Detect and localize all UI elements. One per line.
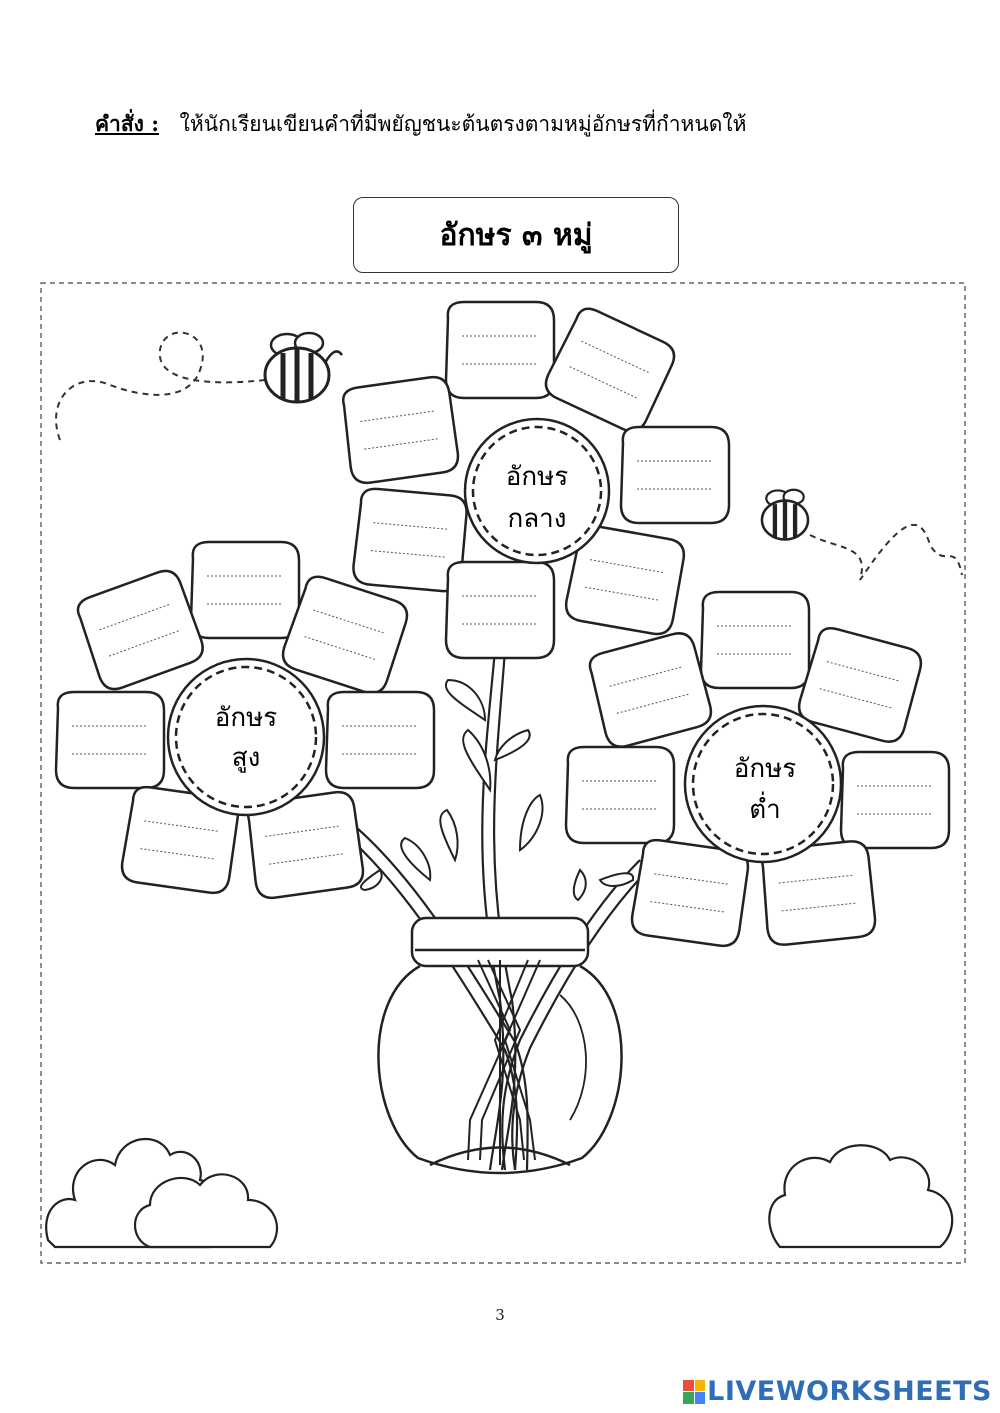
brand-square <box>694 1379 706 1391</box>
brand-square <box>694 1392 706 1404</box>
bush-right <box>768 1144 954 1249</box>
instruction: คำสั่ง : ให้นักเรียนเขียนคำที่มีพยัญชนะต… <box>95 108 746 141</box>
flower-high-label-1: อักษร <box>215 703 277 733</box>
dashed-frame <box>40 282 966 1264</box>
flower-low-label-2: ต่ำ <box>749 791 780 825</box>
brand-logo: LIVEWORKSHEETS <box>683 1376 992 1407</box>
flower-low-label-1: อักษร <box>734 754 796 784</box>
brand-text: LIVEWORKSHEETS <box>707 1376 992 1407</box>
flower-stems <box>339 649 651 1171</box>
bee-icon <box>263 331 344 404</box>
bee-flight-path-right <box>809 524 963 581</box>
flower-high-label-2: สูง <box>232 743 261 773</box>
flower-low <box>564 590 951 948</box>
flower-middle <box>342 300 731 660</box>
stems-in-jar <box>467 959 541 1165</box>
jar <box>377 916 623 1175</box>
brand-icon <box>683 1379 706 1404</box>
flower-middle-label-1: อักษร <box>506 462 568 492</box>
instruction-label: คำสั่ง : <box>95 111 159 136</box>
worksheet-title: อักษร ๓ หมู่ <box>353 197 679 273</box>
brand-square <box>683 1392 694 1404</box>
bee-flight-path-left <box>55 331 266 441</box>
brand-square <box>683 1379 694 1391</box>
leaves <box>360 678 635 902</box>
flower-high <box>54 540 436 900</box>
flower-middle-label-2: กลาง <box>508 504 567 534</box>
bee-icon <box>760 488 810 541</box>
instruction-text: ให้นักเรียนเขียนคำที่มีพยัญชนะต้นตรงตามห… <box>179 112 747 136</box>
page-number: 3 <box>495 1306 505 1324</box>
bush-left <box>45 1137 279 1249</box>
